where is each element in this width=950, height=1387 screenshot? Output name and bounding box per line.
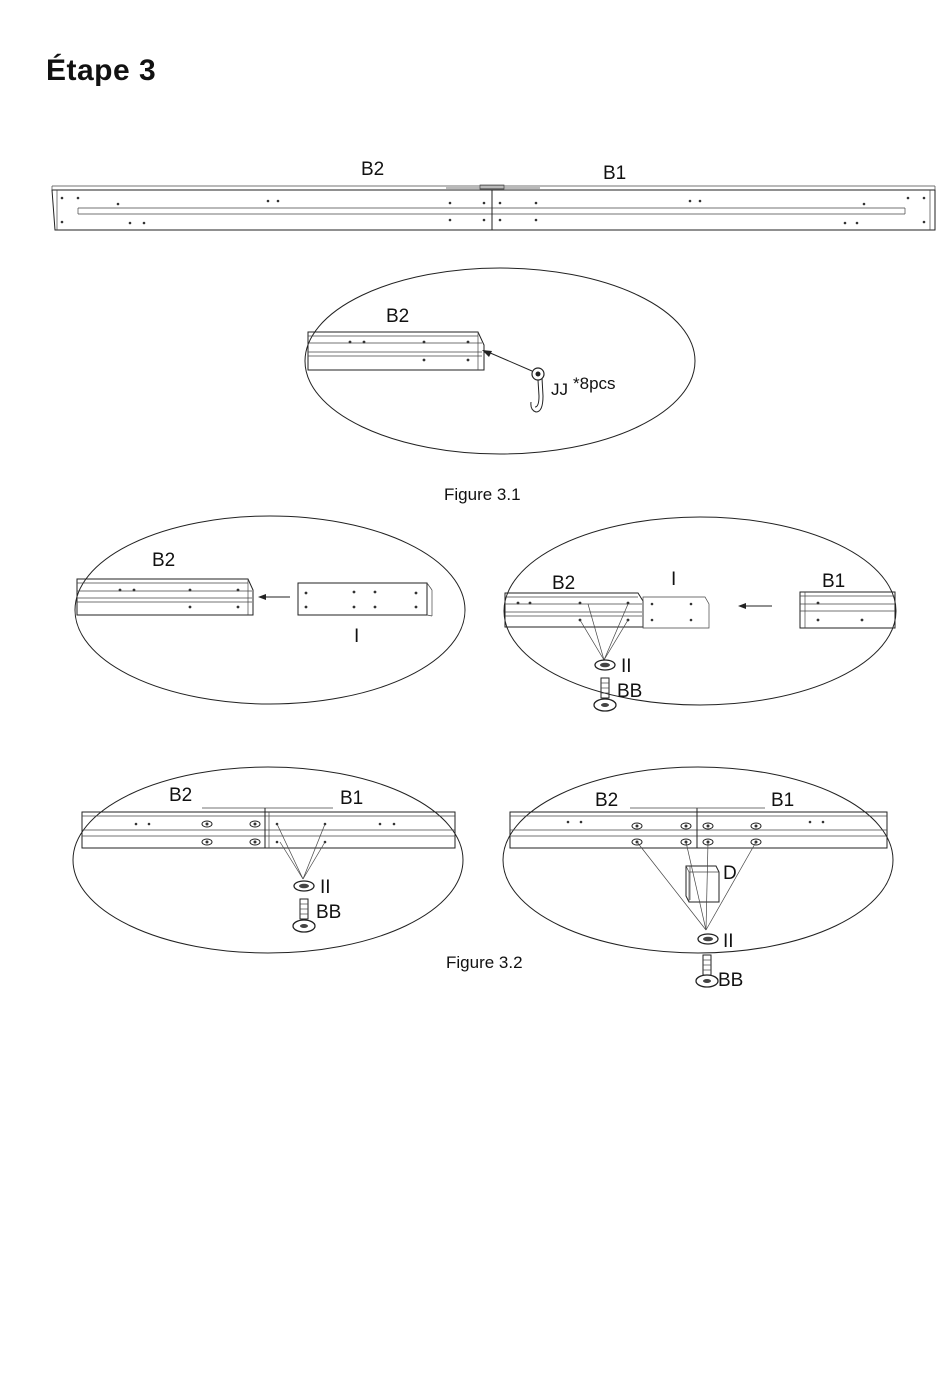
panel-b-label-i: I bbox=[671, 569, 676, 590]
top-label-b1: B1 bbox=[603, 163, 626, 184]
bolt-icon bbox=[594, 678, 616, 711]
top-rail-holes bbox=[61, 197, 926, 225]
figure-3-2-panel-a: B2 I bbox=[75, 516, 465, 704]
panel-c-label-bolt: BB bbox=[316, 902, 341, 923]
figure-3-1-caption: Figure 3.1 bbox=[444, 485, 521, 504]
washer-icon bbox=[595, 660, 615, 670]
panel-c-label-washer: II bbox=[320, 877, 331, 898]
panel-c-label-b1: B1 bbox=[340, 788, 363, 809]
fastener-lines bbox=[277, 824, 325, 879]
panel-d-label-b1: B1 bbox=[771, 790, 794, 811]
panel-d-label-washer: II bbox=[723, 931, 734, 952]
bracket-d bbox=[686, 866, 719, 902]
hook-icon bbox=[531, 368, 544, 412]
panel-d-label-d: D bbox=[723, 863, 737, 884]
bolt-icon bbox=[696, 955, 718, 987]
panel-a-label-i: I bbox=[354, 626, 359, 647]
bolt-icon bbox=[293, 899, 315, 932]
panel-b-label-b2: B2 bbox=[552, 573, 575, 594]
detail-ellipse bbox=[305, 268, 695, 454]
figure-3-1: B2 JJ *8pcs Figure 3.1 bbox=[305, 268, 695, 504]
panel-a-label-b2: B2 bbox=[152, 550, 175, 571]
panel-b-label-b1: B1 bbox=[822, 571, 845, 592]
hook-label: JJ bbox=[551, 380, 568, 399]
panel-d-label-bolt: BB bbox=[718, 970, 743, 991]
connector-plate-i bbox=[298, 583, 432, 616]
figure-3-2-panel-c: B2 B1 II BB bbox=[73, 767, 463, 953]
arrow-left-b1 bbox=[738, 603, 772, 609]
top-label-b2: B2 bbox=[361, 159, 384, 180]
fig31-label-b2: B2 bbox=[386, 306, 409, 327]
figure-3-2-panel-b: B2 I B1 II BB bbox=[504, 517, 896, 711]
panel-c-label-b2: B2 bbox=[169, 785, 192, 806]
installed-bolts bbox=[202, 821, 260, 845]
panel-d-label-b2: B2 bbox=[595, 790, 618, 811]
hook-quantity: *8pcs bbox=[573, 374, 616, 393]
top-rail-view: B2 B1 bbox=[52, 159, 935, 230]
washer-icon bbox=[698, 934, 718, 944]
fastener-lines bbox=[637, 842, 756, 930]
arrow-left bbox=[258, 594, 290, 600]
arrow-to-rail bbox=[482, 350, 532, 371]
washer-icon bbox=[294, 881, 314, 891]
figure-3-2-caption: Figure 3.2 bbox=[446, 953, 523, 972]
fastener-lines bbox=[580, 604, 628, 660]
figure-3-2-panel-d: B2 B1 D II BB bbox=[503, 767, 893, 991]
panel-b-label-washer: II bbox=[621, 656, 632, 677]
panel-b-label-bolt: BB bbox=[617, 681, 642, 702]
